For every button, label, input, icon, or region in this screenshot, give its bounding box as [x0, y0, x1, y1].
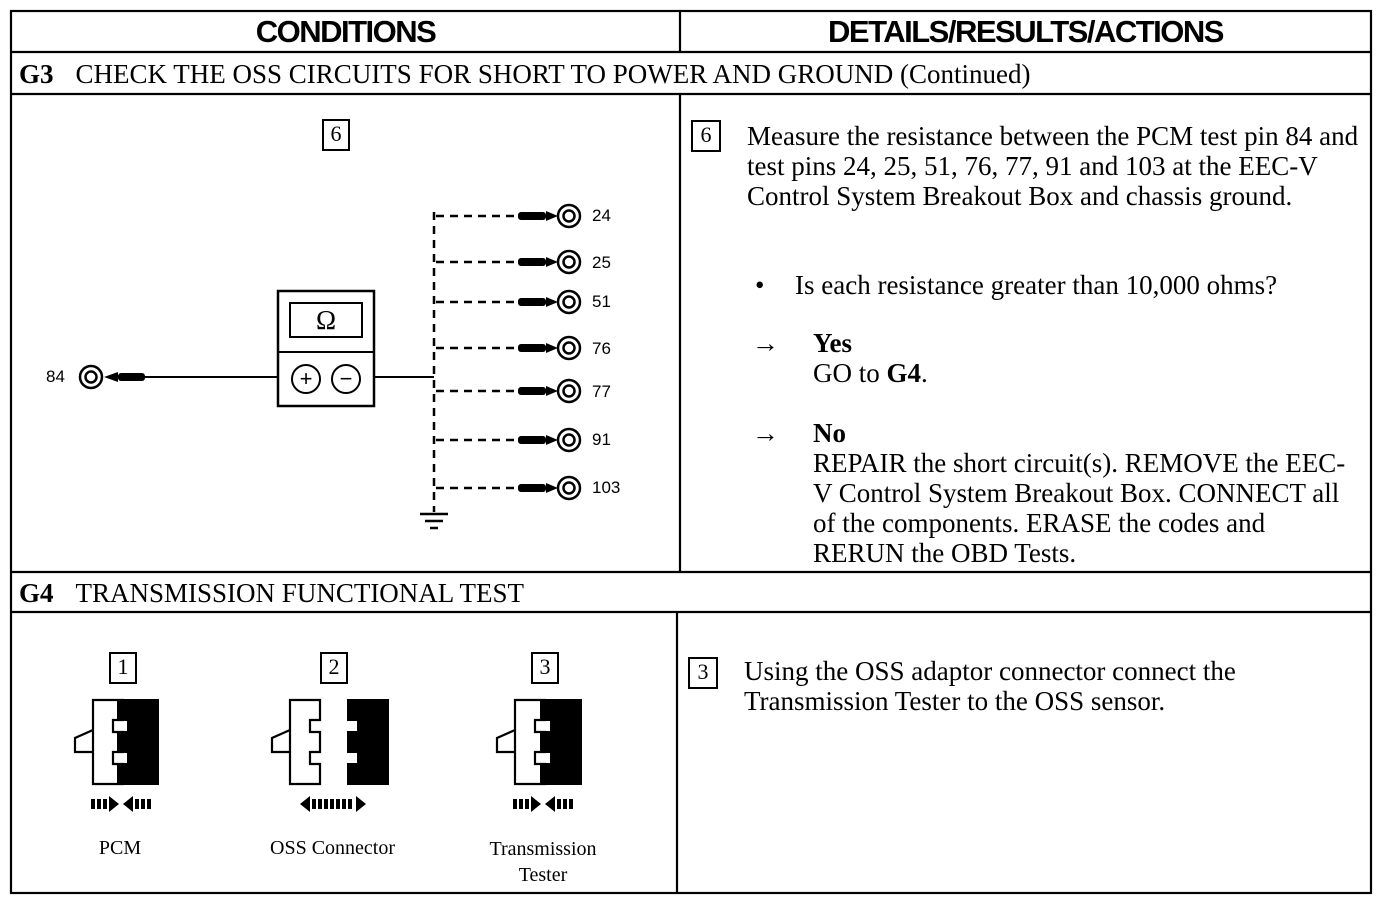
pin-label: 76 [592, 339, 611, 358]
g4-title-text: TRANSMISSION FUNCTIONAL TEST [75, 578, 525, 608]
g4-section-title: G4 TRANSMISSION FUNCTIONAL TEST [19, 575, 524, 611]
question-bullet: • [755, 270, 765, 300]
pcm-label: PCM [98, 837, 142, 859]
g3-title-text: CHECK THE OSS CIRCUITS FOR SHORT TO POWE… [75, 59, 1031, 89]
ohm-symbol: Ω [315, 305, 337, 335]
pin-label: 25 [592, 253, 611, 272]
g4-section-id: G4 [19, 578, 54, 608]
yes-arrow-icon: → [752, 328, 779, 358]
g3-section-title: G3 CHECK THE OSS CIRCUITS FOR SHORT TO PO… [19, 56, 1031, 92]
g4-step-instruction: Using the OSS adaptor connector connect … [744, 656, 1236, 716]
no-label: No [813, 418, 846, 448]
source-pin-label: 84 [46, 367, 65, 386]
no-arrow-icon: → [752, 418, 779, 448]
meter-plus-terminal: + [299, 366, 313, 391]
yes-go-prefix: GO to [813, 358, 880, 388]
details-header: DETAILS/RESULTS/ACTIONS [828, 14, 1224, 49]
g3-section-id: G3 [19, 59, 54, 89]
oss-connector-label: OSS Connector [270, 837, 395, 859]
yes-go-target: G4 [886, 358, 922, 388]
pin-label: 103 [592, 478, 621, 497]
g3-diagram-step-box: 6 [322, 119, 350, 151]
no-action: REPAIR the short circuit(s). REMOVE the … [813, 448, 1346, 568]
transmission-tester-label: Transmission Tester [489, 838, 597, 886]
connector-step-box: 2 [320, 652, 348, 684]
pin-label: 91 [592, 430, 611, 449]
pin-label: 51 [592, 292, 611, 311]
g3-step-box: 6 [691, 120, 721, 152]
pin-label: 77 [592, 382, 611, 401]
yes-label: Yes [813, 328, 852, 358]
question-text: Is each resistance greater than 10,000 o… [795, 270, 1278, 300]
g4-step-box: 3 [688, 657, 718, 689]
conditions-header: CONDITIONS [255, 14, 437, 49]
pin-label: 24 [592, 206, 611, 225]
connector-step-box: 3 [531, 652, 559, 684]
g3-step-instruction: Measure the resistance between the PCM t… [747, 121, 1359, 211]
meter-minus-terminal: − [339, 366, 353, 391]
yes-go-suffix: . [921, 358, 928, 388]
yes-action: GO to G4. [813, 358, 928, 388]
connector-step-box: 1 [109, 652, 137, 684]
